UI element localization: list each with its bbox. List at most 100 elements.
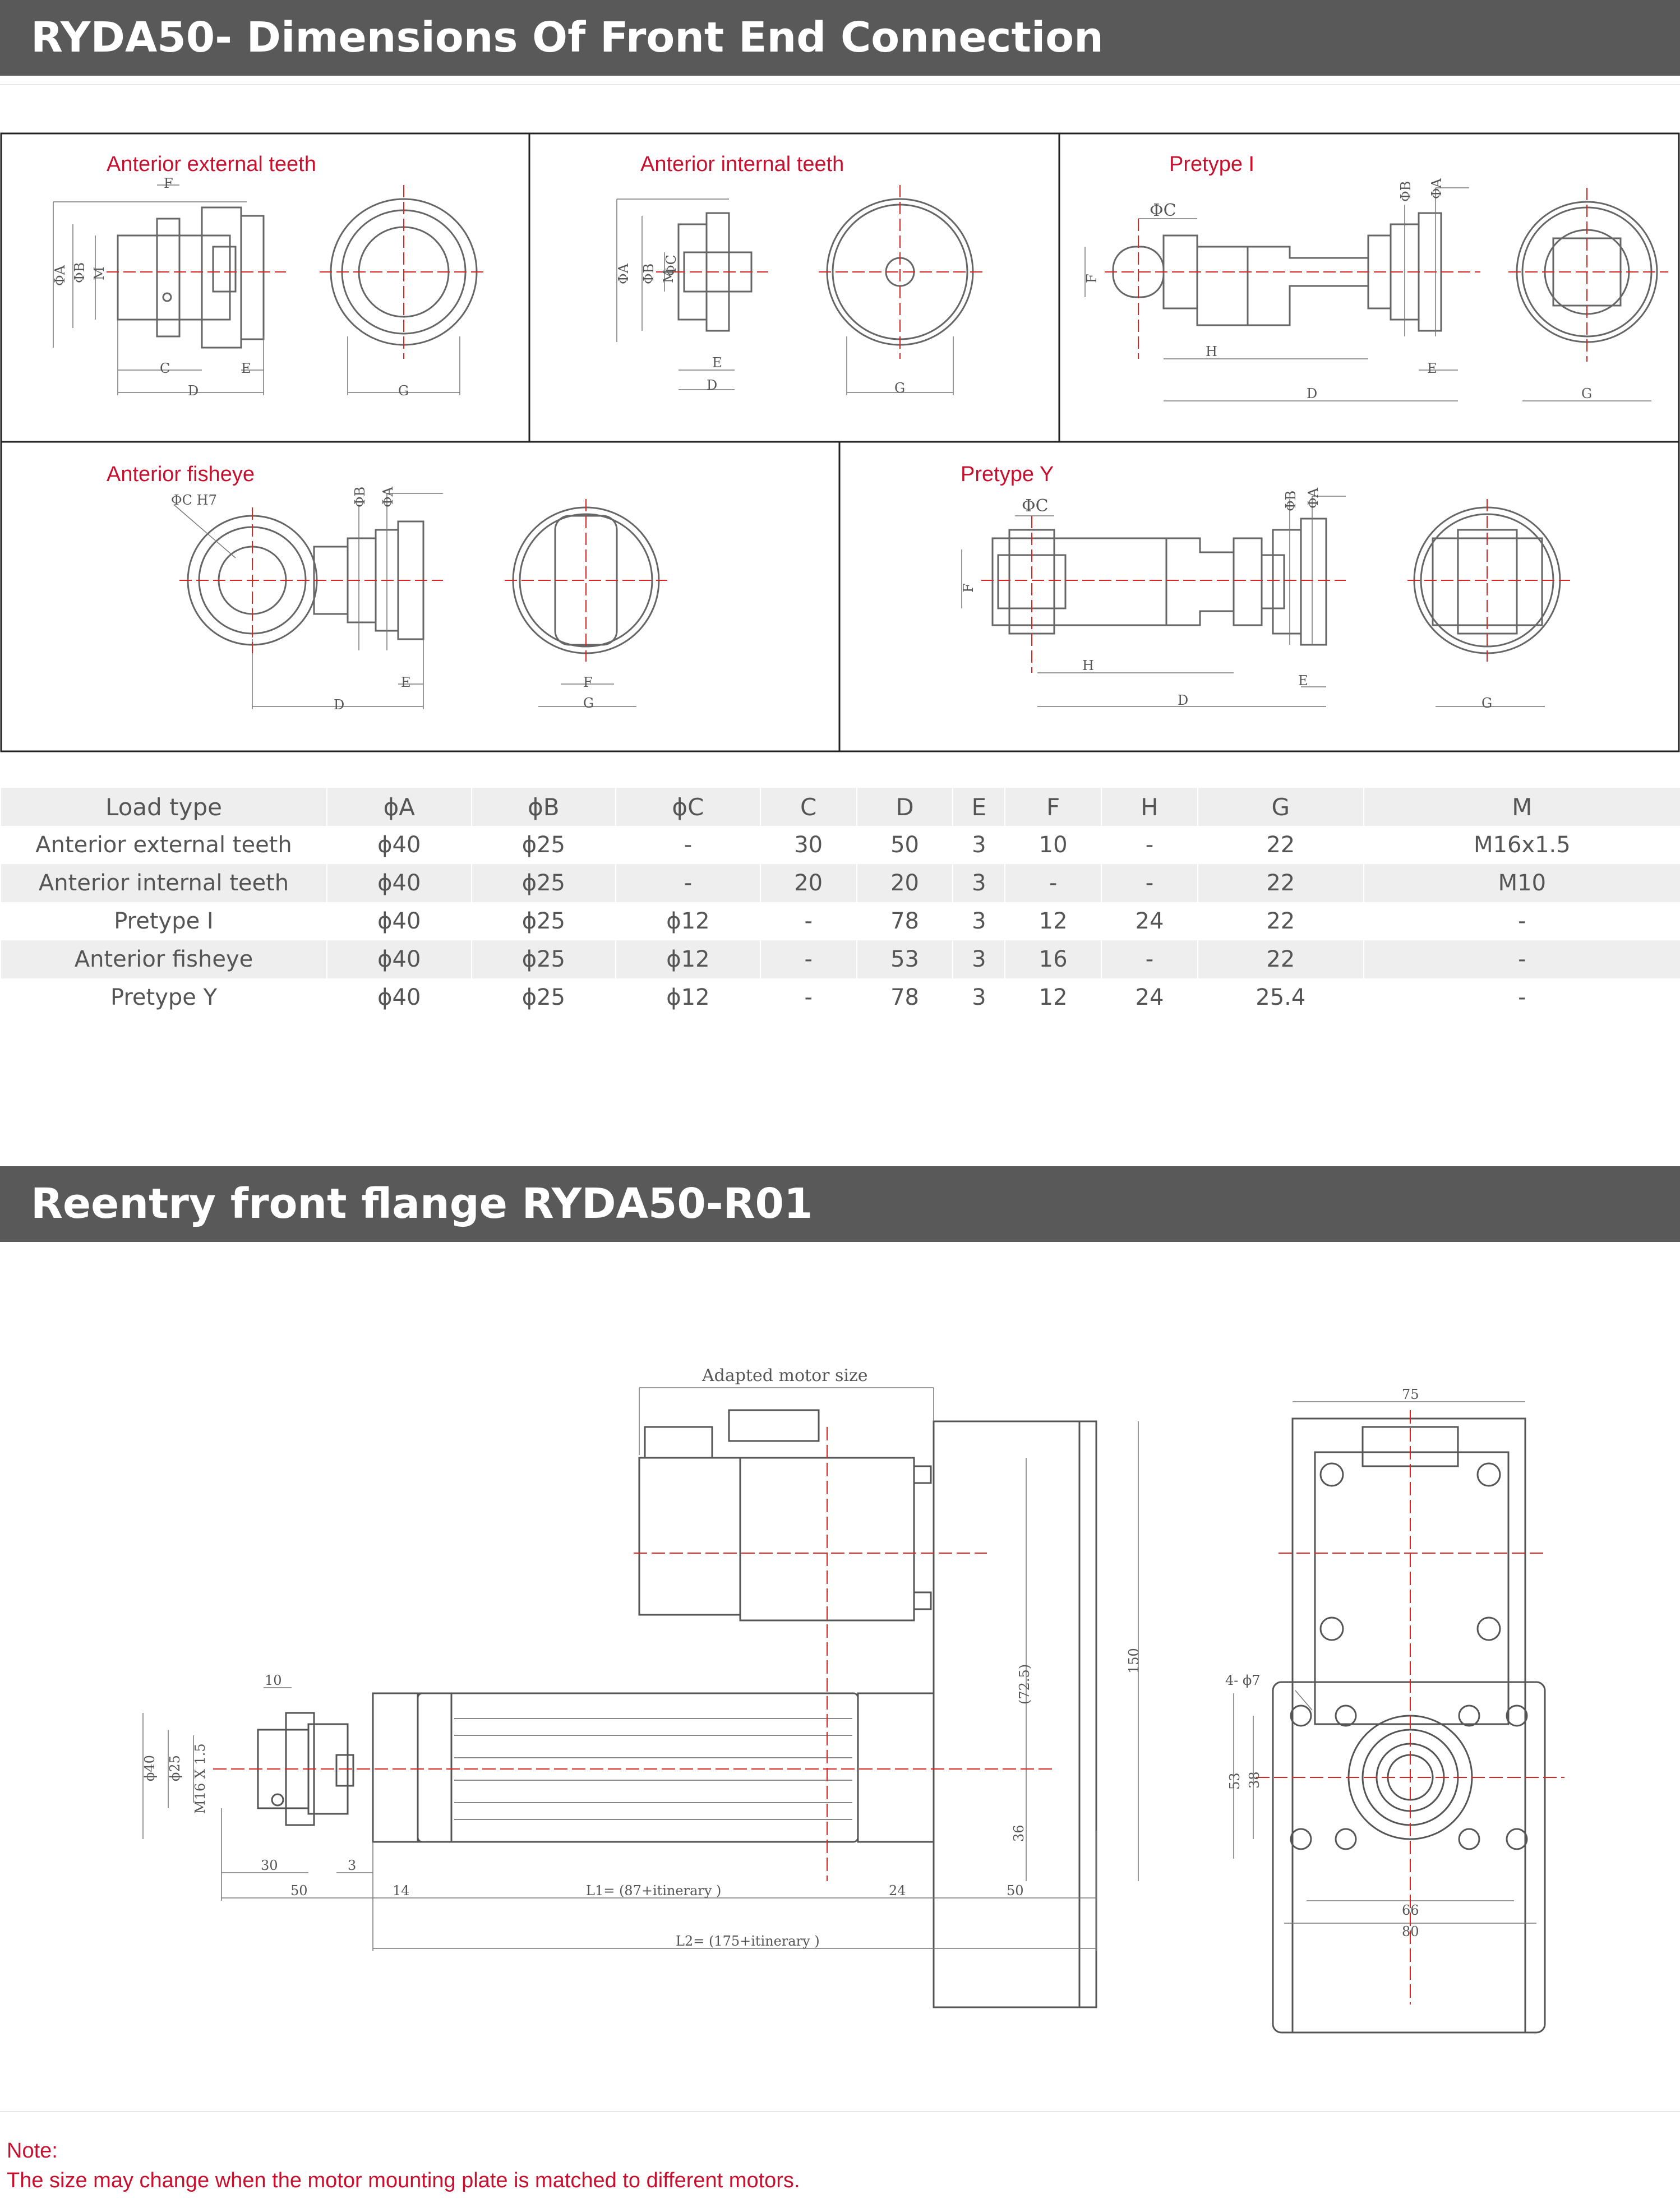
dim-label: E [241, 361, 251, 376]
dim-label: M16 X 1.5 [192, 1743, 208, 1814]
dim-label: E [1298, 673, 1308, 689]
dim-label: (72.5) [1017, 1664, 1032, 1704]
table-cell: 20 [856, 864, 953, 902]
table-cell: 3 [952, 826, 1005, 864]
dim-label: 3 [348, 1858, 356, 1873]
dim-label: 50 [290, 1883, 308, 1898]
table-cell: - [1101, 826, 1198, 864]
dim-label: ϕ25 [167, 1755, 183, 1781]
dim-label: E [1427, 361, 1437, 376]
dim-label: ΦA [1429, 178, 1444, 199]
table-cell: 25.4 [1197, 978, 1364, 1017]
panel-label-fisheye: Anterior fisheye [107, 463, 255, 486]
table-cell: 22 [1197, 864, 1364, 902]
table-row: Anterior external teeth ϕ40 ϕ25 - 30 50 … [0, 826, 1680, 864]
dim-label: 80 [1402, 1924, 1419, 1939]
dim-label: 14 [393, 1883, 410, 1898]
dim-label: ΦC [1150, 201, 1176, 220]
dim-label: 75 [1402, 1387, 1419, 1402]
section-title-banner: RYDA50- Dimensions Of Front End Connecti… [0, 0, 1680, 76]
table-cell: - [615, 826, 760, 864]
dim-label: L2= (175+itinerary ) [676, 1933, 820, 1949]
dim-label: G [1481, 695, 1492, 711]
front-end-connection-drawings: Anterior external teeth ΦA ΦB M F C D E … [0, 132, 1680, 752]
table-header: C [759, 788, 857, 826]
table-cell: ϕ40 [326, 902, 472, 940]
dim-label: D [334, 697, 344, 713]
table-cell: 12 [1004, 902, 1102, 940]
dim-label: 10 [265, 1673, 282, 1688]
dim-label: G [398, 383, 409, 399]
table-header: F [1004, 788, 1102, 826]
table-cell: 30 [759, 826, 857, 864]
dim-label: ΦA [380, 486, 396, 507]
dim-label: H [1206, 344, 1217, 359]
table-header: D [856, 788, 953, 826]
table-cell: 22 [1197, 902, 1364, 940]
table-cell: ϕ25 [470, 902, 616, 940]
spec-table: Load type ϕA ϕB ϕC C D E F H G M Anterio… [0, 788, 1680, 1017]
table-cell: ϕ40 [326, 978, 472, 1017]
table-header: ϕA [326, 788, 472, 826]
divider [0, 84, 1680, 85]
dim-label: L1= (87+itinerary ) [586, 1883, 721, 1898]
dim-label: D [707, 377, 717, 393]
dim-label: F [583, 675, 593, 690]
dim-label: ΦA [52, 265, 68, 286]
table-cell: 22 [1197, 940, 1364, 978]
note-text: The size may change when the motor mount… [7, 2169, 800, 2192]
table-cell: 3 [952, 940, 1005, 978]
dim-label: 53 [1227, 1772, 1243, 1790]
table-cell: ϕ40 [326, 864, 472, 902]
dim-label: C [160, 361, 170, 376]
section-title: RYDA50- Dimensions Of Front End Connecti… [31, 13, 1104, 62]
dim-label: D [1307, 386, 1317, 401]
table-cell: - [1004, 864, 1102, 902]
table-header-row: Load type ϕA ϕB ϕC C D E F H G M [0, 788, 1680, 826]
table-header: E [952, 788, 1005, 826]
dim-label: ΦA [1305, 487, 1321, 509]
table-cell: 53 [856, 940, 953, 978]
table-cell: 3 [952, 902, 1005, 940]
table-cell: 10 [1004, 826, 1102, 864]
table-header: M [1363, 788, 1680, 826]
dim-label: ΦC H7 [171, 492, 217, 508]
dim-label: 30 [261, 1858, 278, 1873]
table-cell: M10 [1363, 864, 1680, 902]
table-cell: - [759, 978, 857, 1017]
dim-label: F [961, 583, 976, 593]
table-cell: Anterior external teeth [0, 826, 327, 864]
table-cell: - [615, 864, 760, 902]
table-cell: Anterior internal teeth [0, 864, 327, 902]
table-cell: 50 [856, 826, 953, 864]
table-header: G [1197, 788, 1364, 826]
dim-label: F [164, 175, 173, 191]
dim-label: ΦB [352, 487, 368, 507]
table-cell: - [1363, 902, 1680, 940]
table-cell: Pretype Y [0, 978, 327, 1017]
dim-label: M [91, 266, 107, 280]
dim-label: M [661, 269, 676, 283]
dim-label: ΦB [72, 262, 87, 283]
table-cell: - [1101, 864, 1198, 902]
dim-label: D [188, 383, 199, 399]
dim-label: 36 [1011, 1824, 1027, 1842]
dim-label: ΦA [616, 263, 631, 284]
table-cell: 16 [1004, 940, 1102, 978]
dim-label: F [1084, 274, 1100, 283]
dim-label: ΦC [1022, 496, 1049, 516]
table-row: Pretype I ϕ40 ϕ25 ϕ12 - 78 3 12 24 22 - [0, 902, 1680, 940]
dim-label: D [1178, 692, 1188, 708]
table-cell: M16x1.5 [1363, 826, 1680, 864]
table-cell: - [1101, 940, 1198, 978]
table-cell: ϕ12 [615, 978, 760, 1017]
section-title: Reentry front flange RYDA50-R01 [31, 1180, 813, 1228]
table-cell: Pretype I [0, 902, 327, 940]
note-title: Note: [7, 2139, 58, 2163]
table-row: Anterior internal teeth ϕ40 ϕ25 - 20 20 … [0, 864, 1680, 902]
table-header: H [1101, 788, 1198, 826]
section-title-banner: Reentry front flange RYDA50-R01 [0, 1166, 1680, 1242]
table-row: Anterior fisheye ϕ40 ϕ25 ϕ12 - 53 3 16 -… [0, 940, 1680, 978]
table-cell: ϕ12 [615, 940, 760, 978]
table-cell: ϕ25 [470, 940, 616, 978]
